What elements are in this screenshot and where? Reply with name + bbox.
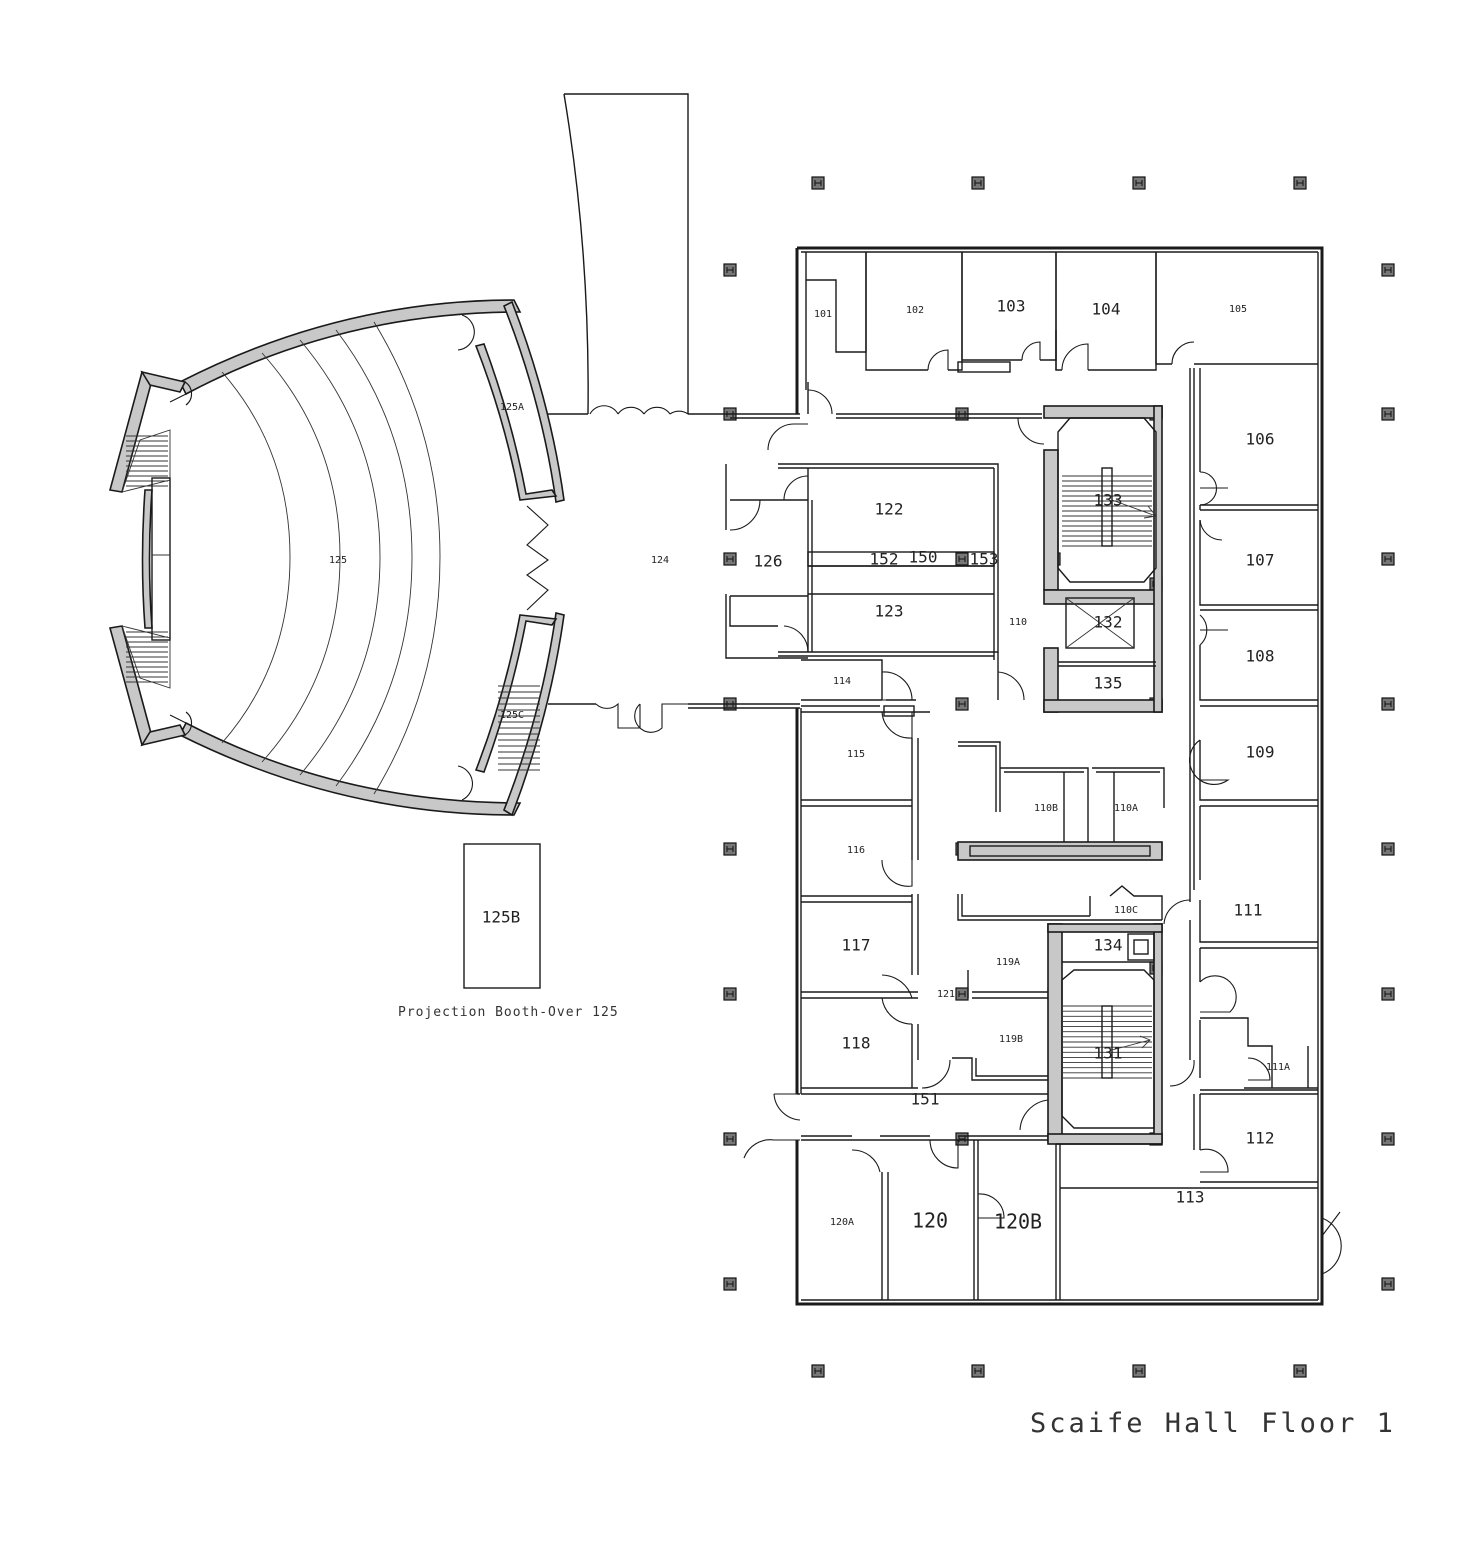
structural-columns [723, 176, 1395, 1378]
room-115: 115 [847, 749, 865, 760]
room-102: 102 [906, 305, 924, 316]
column-mark [1384, 1136, 1392, 1142]
column-mark [814, 1368, 822, 1374]
room-105: 105 [1229, 304, 1247, 315]
column-mark [1384, 991, 1392, 997]
room-106: 106 [1246, 430, 1275, 449]
room-104: 104 [1092, 300, 1121, 319]
room-134: 134 [1094, 936, 1123, 955]
room-121: 121 [937, 989, 955, 1000]
room-125a: 125A [500, 402, 524, 413]
room-153: 153 [970, 550, 999, 569]
column-mark [726, 846, 734, 852]
room-111a: 111A [1266, 1062, 1290, 1073]
room-123: 123 [875, 602, 904, 621]
room-103: 103 [997, 297, 1026, 316]
column-mark [1384, 846, 1392, 852]
column-mark [958, 556, 966, 562]
column-mark [958, 1136, 966, 1142]
room-135: 135 [1094, 674, 1123, 693]
room-120: 120 [912, 1209, 948, 1233]
column-mark [1384, 556, 1392, 562]
column-mark [726, 1281, 734, 1287]
room-110c: 110C [1114, 905, 1138, 916]
column-mark [958, 991, 966, 997]
room-124: 124 [651, 555, 669, 566]
room-107: 107 [1246, 551, 1275, 570]
room-152: 152 [870, 550, 899, 569]
column-mark [726, 991, 734, 997]
room-113: 113 [1176, 1188, 1205, 1207]
room-114: 114 [833, 676, 851, 687]
room-132: 132 [1094, 613, 1123, 632]
room-126: 126 [754, 552, 783, 571]
room-110a: 110A [1114, 803, 1138, 814]
room-116: 116 [847, 845, 865, 856]
column-mark [1135, 180, 1143, 186]
room-122: 122 [875, 500, 904, 519]
room-120a: 120A [830, 1217, 854, 1228]
room-125b: 125B [482, 908, 521, 927]
main-building [725, 246, 1342, 1306]
column-mark [726, 267, 734, 273]
room-119a: 119A [996, 957, 1020, 968]
lobby [548, 93, 800, 733]
column-mark [1296, 1368, 1304, 1374]
room-118: 118 [842, 1034, 871, 1053]
room-131: 131 [1094, 1044, 1123, 1063]
room-117: 117 [842, 936, 871, 955]
column-mark [958, 701, 966, 707]
room-125: 125 [329, 555, 347, 566]
room-109: 109 [1246, 743, 1275, 762]
column-mark [1135, 1368, 1143, 1374]
column-mark [1384, 1281, 1392, 1287]
column-mark [1384, 267, 1392, 273]
room-110b: 110B [1034, 803, 1058, 814]
auditorium [108, 299, 565, 817]
room-labels: 101 102 103 104 105 106 107 108 109 110 … [329, 297, 1290, 1234]
room-101: 101 [814, 309, 832, 320]
column-mark [726, 1136, 734, 1142]
projection-booth [463, 843, 541, 989]
room-108: 108 [1246, 647, 1275, 666]
column-mark [974, 1368, 982, 1374]
room-119b: 119B [999, 1034, 1023, 1045]
room-120b: 120B [994, 1210, 1042, 1234]
room-150: 150 [909, 548, 938, 567]
column-mark [726, 556, 734, 562]
column-mark [1384, 701, 1392, 707]
room-110: 110 [1009, 617, 1027, 628]
plan-title: Scaife Hall Floor 1 [1030, 1408, 1396, 1439]
room-111: 111 [1234, 901, 1263, 920]
room-125c: 125C [500, 710, 524, 721]
column-mark [814, 180, 822, 186]
column-mark [1384, 411, 1392, 417]
room-151: 151 [911, 1090, 940, 1109]
column-mark [974, 180, 982, 186]
column-mark [1296, 180, 1304, 186]
projection-booth-note: Projection Booth-Over 125 [398, 1005, 619, 1020]
room-112: 112 [1246, 1129, 1275, 1148]
room-133: 133 [1094, 491, 1123, 510]
